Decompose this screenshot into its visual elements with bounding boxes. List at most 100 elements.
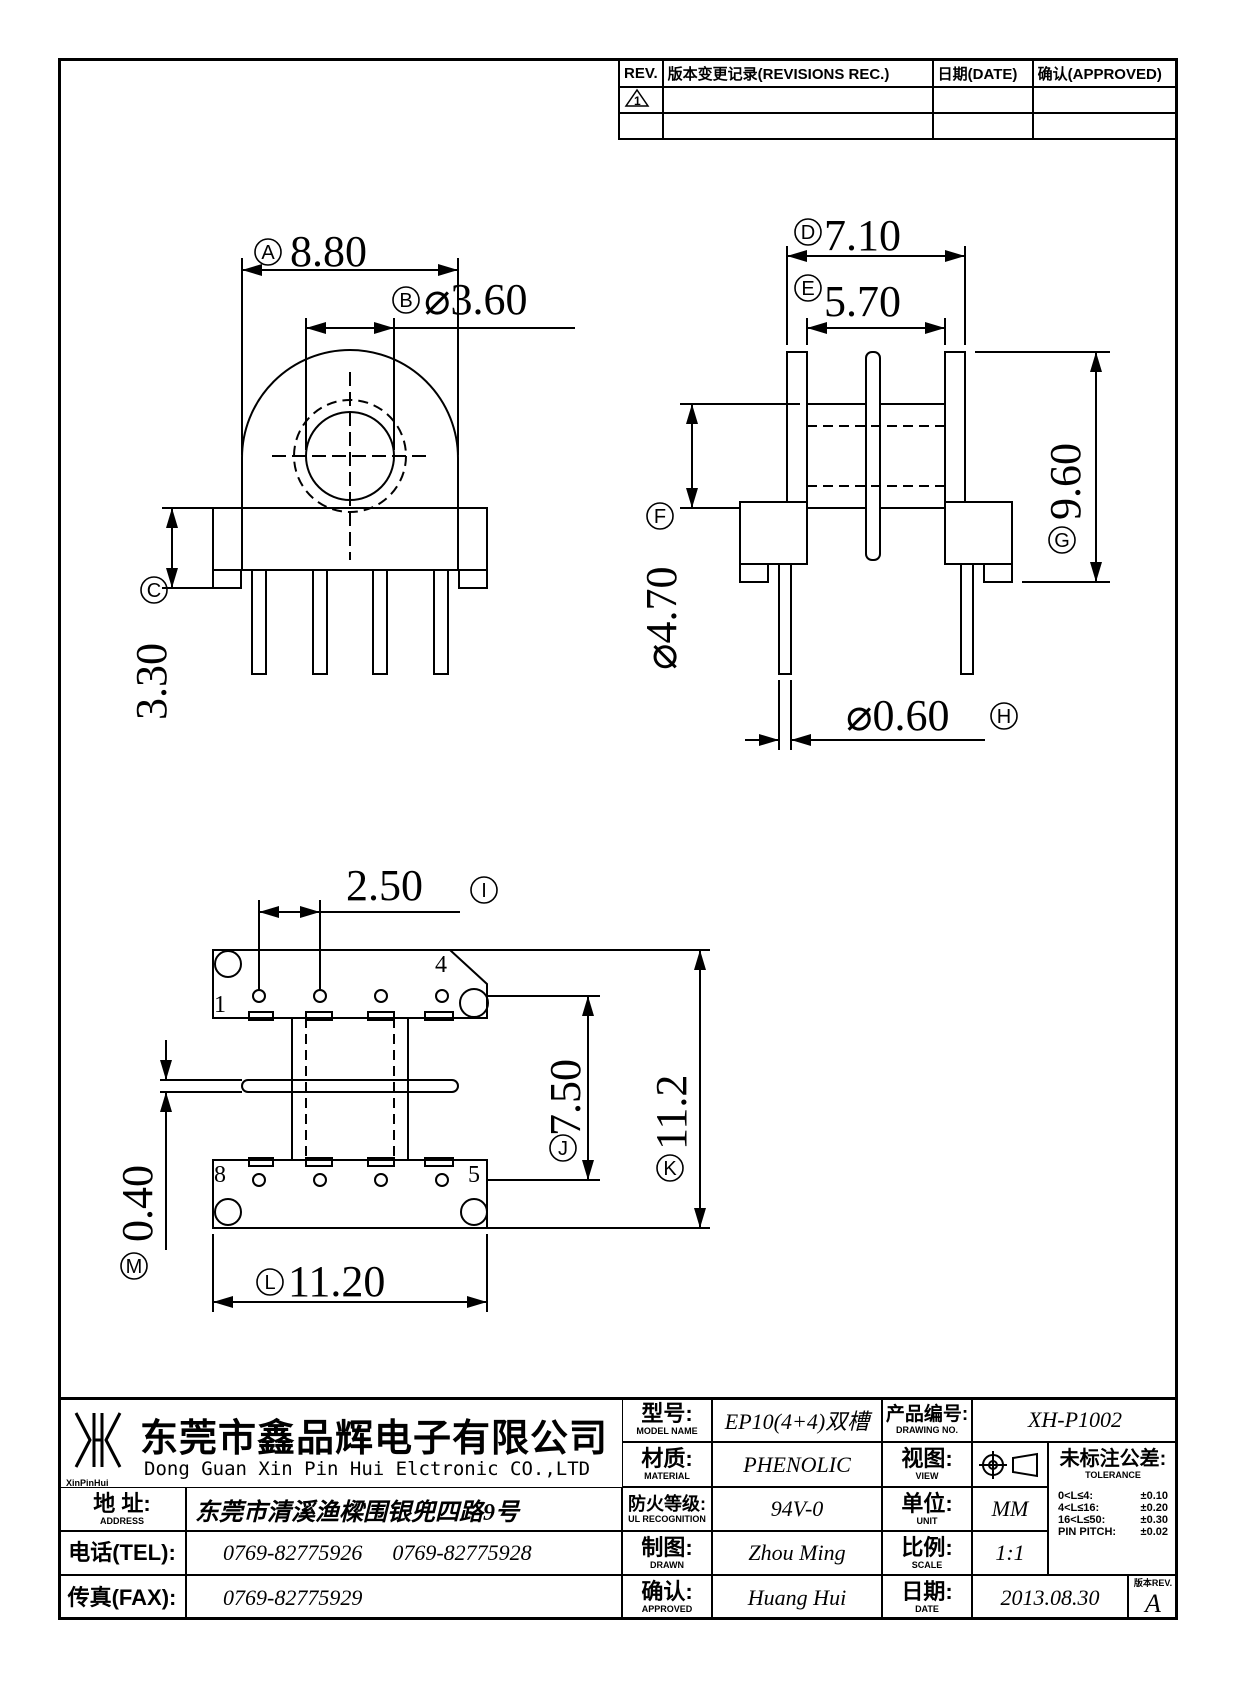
drawing-no-label: 产品编号:: [885, 1403, 969, 1425]
tel-label-cell: 电话(TEL):: [58, 1531, 186, 1575]
marker-b-letter: B: [399, 290, 412, 312]
material-label-en: MATERIAL: [644, 1471, 690, 1481]
revision-cell: [931, 112, 1034, 140]
marker-i-letter: I: [481, 880, 487, 902]
bottom-middle-flange: [241, 1079, 459, 1093]
view-label-en: VIEW: [915, 1471, 939, 1481]
company-logo-icon: [74, 1412, 122, 1468]
tolerance-range: 16<L≤50:: [1058, 1514, 1106, 1526]
fax-value: 0769-82775929: [223, 1584, 363, 1610]
approved-header: 确认(APPROVED): [1031, 58, 1179, 88]
front-pin: [251, 569, 267, 675]
model-label-en: MODEL NAME: [636, 1426, 698, 1436]
date-value: 2013.08.30: [1000, 1584, 1100, 1610]
revision-cell: [661, 112, 934, 140]
marker-d-letter: D: [801, 222, 815, 244]
tolerance-label: 未标注公差:: [1059, 1448, 1167, 1470]
address-value-cell: 东莞市清溪渔樑围银兜四路9号: [186, 1487, 622, 1531]
revision-table: REV. 版本变更记录(REVISIONS REC.) 日期(DATE) 确认(…: [618, 58, 1179, 140]
drawn-value-cell: Zhou Ming: [712, 1531, 882, 1575]
technical-drawing: A B C D E F G H I J K L M 8.80 ⌀3.60 3.3…: [113, 211, 1110, 1312]
marker-a-letter: A: [261, 242, 275, 264]
address-label-en: ADDRESS: [99, 1515, 144, 1526]
unit-label-cell: 单位:UNIT: [882, 1487, 972, 1531]
view-label: 视图:: [901, 1446, 953, 1471]
bottom-view: [160, 900, 710, 1312]
address-value: 东莞市清溪渔樑围银兜四路9号: [195, 1499, 519, 1526]
fax-label-cell: 传真(FAX):: [58, 1575, 186, 1620]
dimension-a: 8.80: [290, 227, 367, 276]
date-label: 日期:: [901, 1579, 953, 1604]
model-label-cell: 型号:MODEL NAME: [622, 1397, 712, 1442]
logo-text: XinPinHui: [66, 1478, 109, 1488]
pin-label-5: 5: [468, 1162, 480, 1188]
marker-c-letter: C: [147, 580, 161, 602]
material-label-cell: 材质:MATERIAL: [622, 1442, 712, 1487]
fire-label-cell: 防火等级:UL RECOGNITION: [622, 1487, 712, 1531]
front-pin: [312, 569, 328, 675]
fax-label: 传真(FAX):: [67, 1584, 177, 1610]
fire-rating-value: 94V-0: [770, 1496, 824, 1521]
scale-label: 比例:: [901, 1534, 953, 1560]
dimension-markers: [120, 218, 1076, 1296]
address-label: 地 址:: [93, 1490, 151, 1516]
marker-j-letter: J: [558, 1138, 568, 1160]
dimension-l: 11.20: [288, 1257, 385, 1306]
tolerance-range: 0<L≤4:: [1058, 1490, 1094, 1502]
revision-number: 1: [634, 94, 641, 108]
tolerance-cell: 未标注公差:TOLERANCE 0<L≤4:±0.10 4<L≤16:±0.20…: [1048, 1442, 1178, 1575]
drawn-label-en: DRAWN: [649, 1559, 684, 1570]
scale-label-en: SCALE: [911, 1559, 943, 1570]
scale-value: 1:1: [995, 1540, 1025, 1565]
pin-label-1: 1: [214, 992, 226, 1018]
date-label-en: DATE: [915, 1604, 939, 1614]
title-block: [58, 1397, 1178, 1620]
pin-label-4: 4: [435, 952, 447, 978]
version-value: A: [1145, 1589, 1161, 1618]
side-view: [680, 246, 1110, 750]
marker-f-circle: [646, 502, 674, 530]
tolerance-row: PIN PITCH:±0.02: [1058, 1526, 1168, 1538]
revision-cell: [661, 86, 934, 114]
marker-k-circle: [656, 1154, 684, 1182]
side-base-right: [944, 501, 1013, 565]
side-middle-flange: [865, 351, 881, 561]
side-flange-left: [786, 351, 808, 503]
tolerance-row: 0<L≤4: ±0.10: [1058, 1490, 1168, 1502]
tolerance-row: 16<L≤50:±0.30: [1058, 1514, 1168, 1526]
material-value-cell: PHENOLIC: [712, 1442, 882, 1487]
dimension-b: ⌀3.60: [424, 275, 528, 324]
address-label-cell: 地 址:ADDRESS: [58, 1487, 186, 1531]
pin-label-8: 8: [214, 1162, 226, 1188]
tolerance-row: 4<L≤16: ±0.20: [1058, 1502, 1168, 1514]
approved-label-cell: 确认:APPROVED: [622, 1575, 712, 1620]
version-label: 版本REV.: [1133, 1578, 1173, 1588]
dimension-g: 9.60: [1041, 443, 1090, 520]
marker-a-circle: [254, 238, 282, 266]
drawn-label-cell: 制图:DRAWN: [622, 1531, 712, 1575]
unit-value: MM: [991, 1496, 1029, 1521]
marker-h-circle: [990, 702, 1018, 730]
tel-label: 电话(TEL):: [68, 1540, 176, 1565]
front-flange-arc: [241, 349, 459, 508]
tolerance-value: ±0.20: [1140, 1502, 1168, 1514]
date-label-cell: 日期:DATE: [882, 1575, 972, 1620]
scale-value-cell: 1:1: [972, 1531, 1048, 1575]
bottom-bottom-plate: [212, 1159, 488, 1229]
dimension-d: 7.10: [824, 211, 901, 260]
dimension-e: 5.70: [824, 277, 901, 326]
material-label: 材质:: [641, 1446, 693, 1471]
drawing-frame: [58, 58, 1178, 1620]
marker-g-letter: G: [1054, 530, 1070, 552]
front-pin: [372, 569, 388, 675]
company-name-cn: 东莞市鑫品辉电子有限公司: [140, 1418, 609, 1460]
tolerance-range: 4<L≤16:: [1058, 1502, 1100, 1514]
fire-rating-label-en: UL RECOGNITION: [628, 1513, 706, 1524]
front-foot-right: [458, 569, 488, 589]
marker-d-circle: [794, 218, 822, 246]
date-header: 日期(DATE): [931, 58, 1034, 88]
tolerance-value: ±0.10: [1140, 1490, 1168, 1502]
tolerance-table: 0<L≤4: ±0.10 4<L≤16: ±0.20 16<L≤50:±0.30 P…: [1058, 1490, 1168, 1538]
revision-cell: [931, 86, 1034, 114]
marker-k-letter: K: [663, 1158, 677, 1180]
